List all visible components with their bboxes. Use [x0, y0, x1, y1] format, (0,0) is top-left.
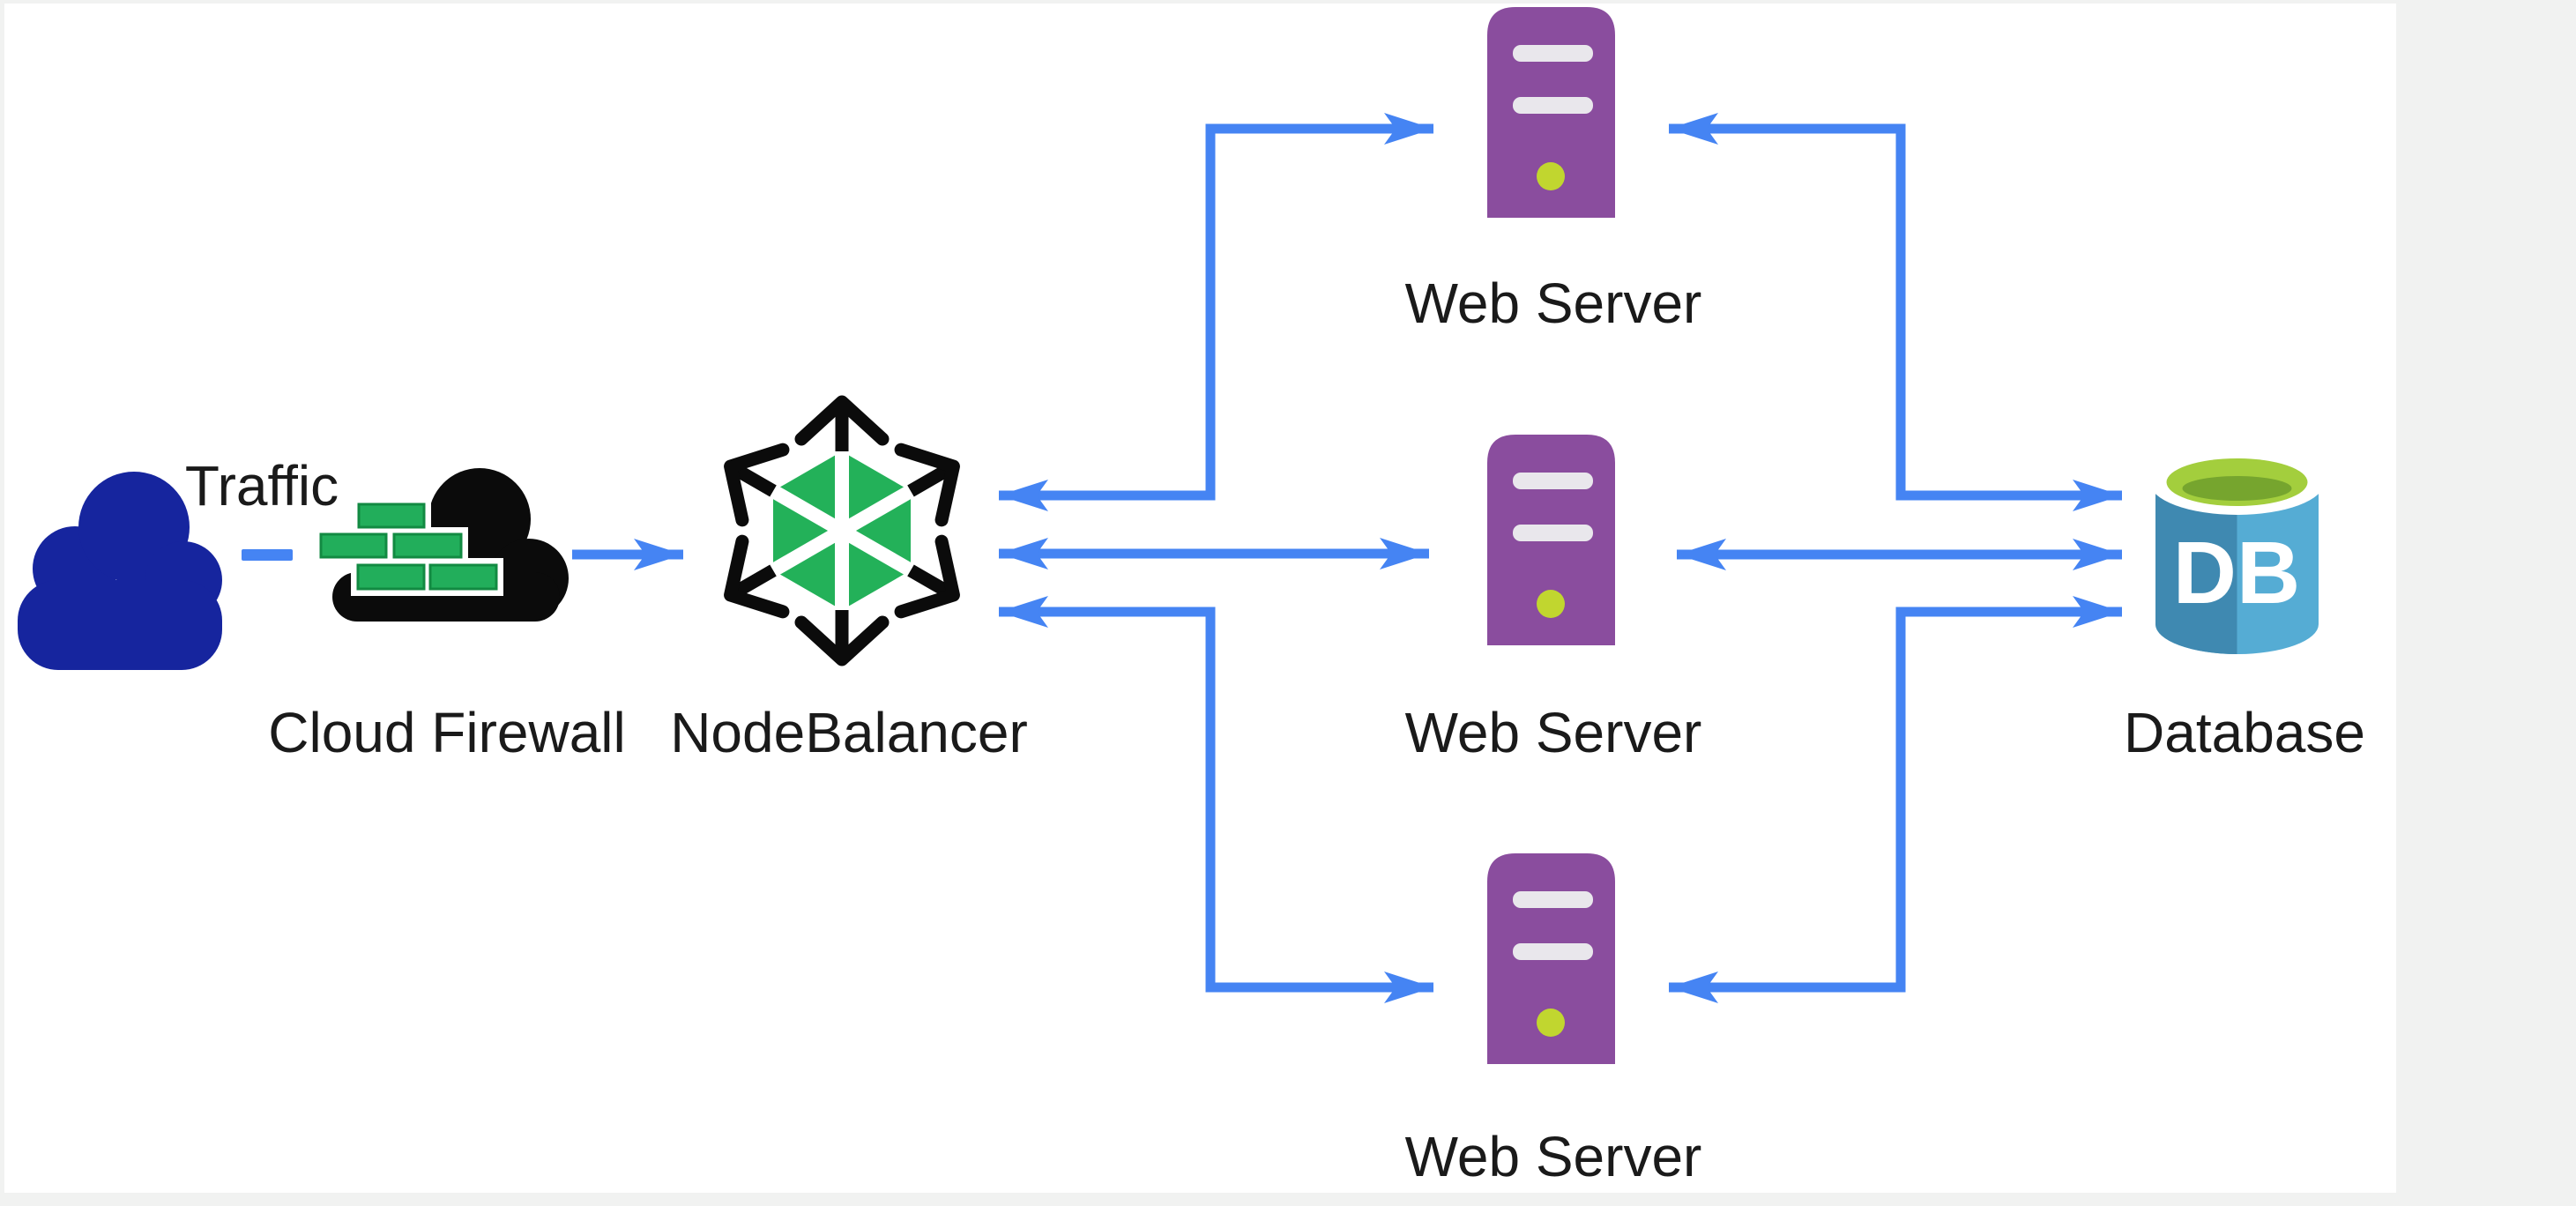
cloud-firewall-icon — [314, 468, 569, 622]
node-cloud-firewall: Cloud Firewall — [268, 468, 626, 764]
edge-traffic-firewall-dash — [242, 549, 293, 561]
server-icon — [1487, 435, 1615, 645]
database-icon: DB — [2149, 450, 2325, 654]
connector-layer — [242, 113, 2122, 1003]
node-traffic: Traffic — [18, 454, 339, 670]
node-database: DB Database — [2124, 450, 2365, 764]
node-web-server-1: Web Server — [1405, 7, 1702, 335]
server-icon — [1487, 7, 1615, 218]
web-server-3-label: Web Server — [1405, 1125, 1702, 1188]
nodebalancer-icon — [724, 395, 960, 666]
node-nodebalancer: NodeBalancer — [670, 395, 1028, 764]
edge-nodebalancer-webserver3 — [999, 596, 1433, 1003]
cloud-firewall-label: Cloud Firewall — [268, 701, 625, 764]
db-badge-text: DB — [2173, 524, 2300, 622]
traffic-label: Traffic — [185, 454, 339, 517]
node-web-server-3: Web Server — [1405, 853, 1702, 1188]
database-label: Database — [2124, 701, 2365, 764]
traffic-cloud-icon — [18, 472, 222, 670]
firewall-bricks — [319, 502, 498, 591]
nodebalancer-label: NodeBalancer — [670, 701, 1028, 764]
edge-webserver1-database — [1669, 113, 2122, 511]
server-icon — [1487, 853, 1615, 1064]
node-web-server-2: Web Server — [1405, 435, 1702, 764]
web-server-2-label: Web Server — [1405, 701, 1702, 764]
edge-nodebalancer-webserver1 — [999, 113, 1433, 511]
edge-webserver3-database — [1669, 596, 2122, 1003]
web-server-1-label: Web Server — [1405, 272, 1702, 335]
